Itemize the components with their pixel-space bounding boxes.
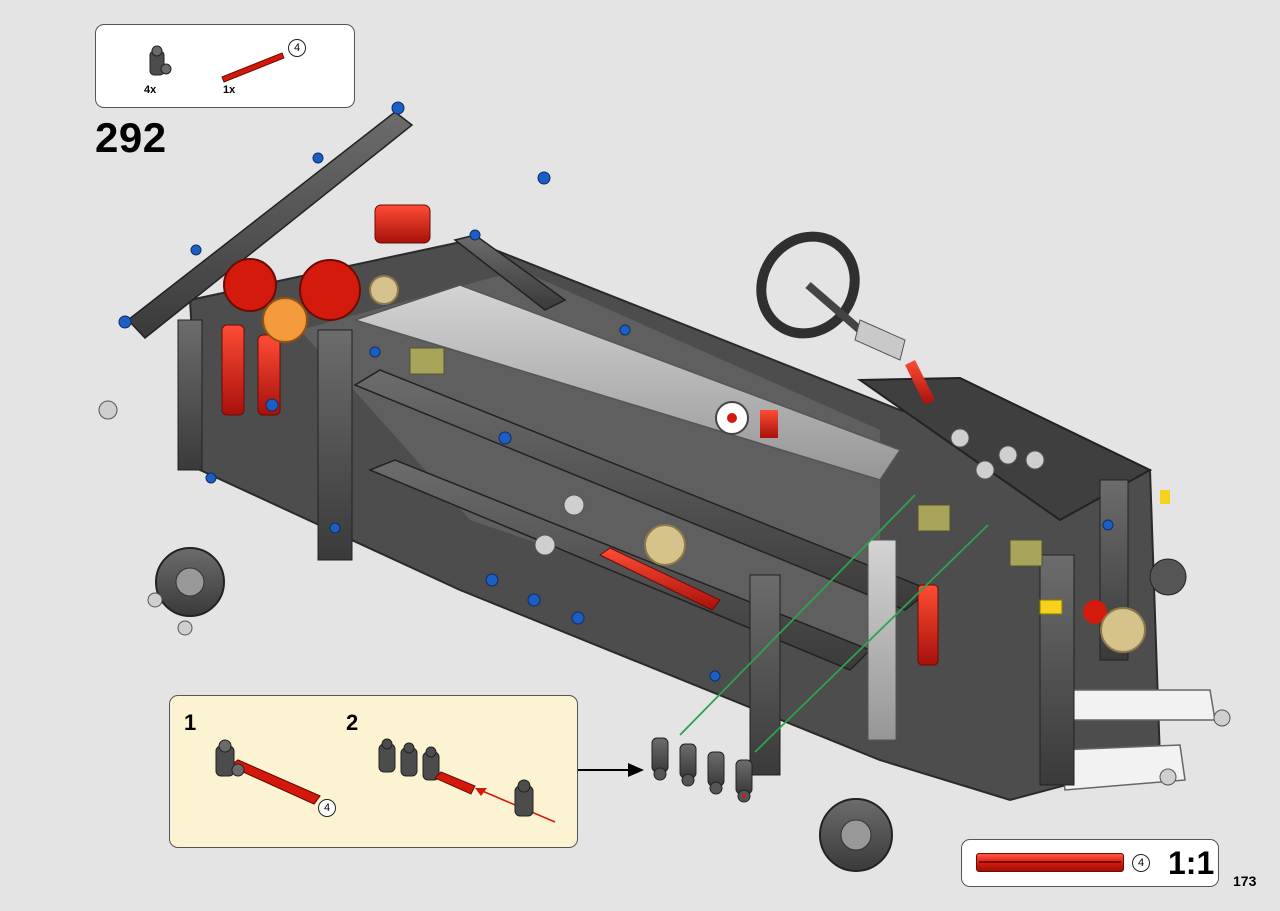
scale-axle-badge: 4 <box>1132 854 1150 872</box>
axle-length-badge: 4 <box>288 39 306 57</box>
connector-icon <box>149 45 172 76</box>
parts-list: 4x 4 1x <box>95 24 355 108</box>
connector-quantity: 4x <box>144 84 157 96</box>
red-axle-icon <box>221 52 285 83</box>
guide-lines <box>679 494 989 753</box>
step-number: 292 <box>95 114 167 161</box>
sub-assembly-callout: 1 4 2 <box>169 695 578 848</box>
red-components <box>221 204 1107 666</box>
scale-label: 1:1 <box>1168 845 1215 881</box>
steering-wheel <box>756 231 906 361</box>
sub-step-1-axle-badge: 4 <box>318 799 336 817</box>
wheel-hubs <box>155 547 1187 872</box>
callout-arrow-icon <box>578 763 644 777</box>
axle-quantity: 1x <box>223 84 236 96</box>
blue-pins <box>118 101 1114 682</box>
sub-step-2-illustration <box>378 738 556 823</box>
scale-check: 4 1:1 <box>961 839 1219 887</box>
light-connectors <box>98 400 1231 786</box>
sub-step-2-number: 2 <box>346 710 359 735</box>
new-connectors <box>651 737 753 803</box>
sub-step-1-number: 1 <box>184 710 197 735</box>
accent-parts <box>262 275 1170 653</box>
scale-axle-icon <box>976 853 1124 872</box>
frame-beams <box>126 111 1216 791</box>
sub-step-1-illustration <box>215 739 321 805</box>
page-number: 173 <box>1233 873 1257 889</box>
